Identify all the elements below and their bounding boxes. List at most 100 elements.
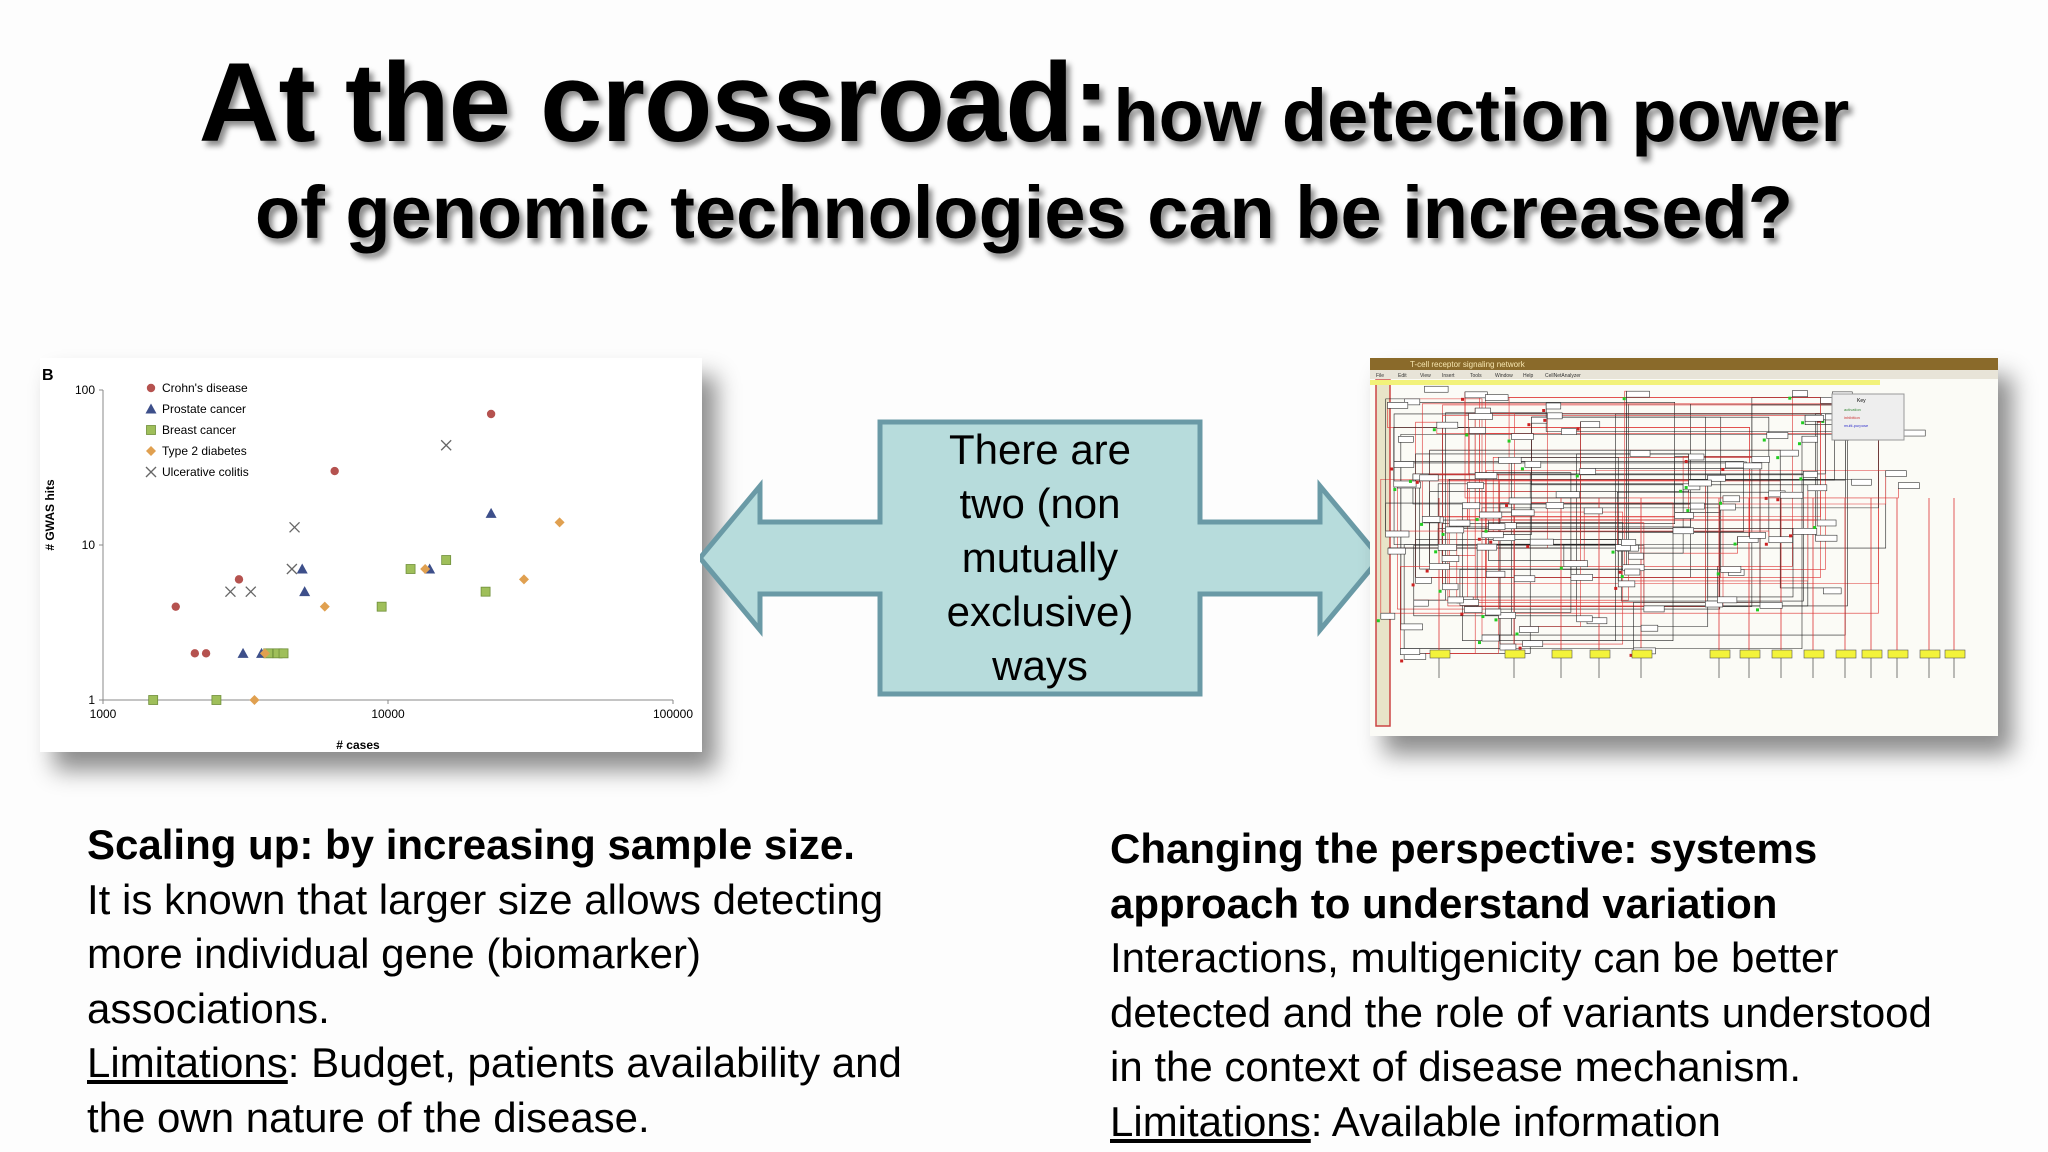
data-point	[296, 563, 308, 574]
network-node	[1531, 416, 1548, 424]
network-edge	[1447, 528, 1794, 598]
data-point	[211, 695, 222, 705]
network-node	[1688, 453, 1705, 461]
network-node-marker	[1400, 659, 1404, 663]
network-node-marker	[1526, 545, 1530, 549]
network-node	[1441, 555, 1460, 562]
network-node	[1570, 574, 1593, 581]
network-node	[1801, 435, 1818, 443]
network-edge	[1415, 421, 1437, 578]
data-point	[259, 648, 270, 659]
network-node	[1485, 608, 1502, 616]
network-node-marker	[1719, 501, 1723, 505]
network-node	[1823, 587, 1842, 595]
network-node	[1404, 398, 1421, 406]
legend-marker	[146, 446, 156, 456]
network-edge	[1419, 474, 1625, 570]
network-node	[1768, 536, 1793, 544]
network-node	[1464, 391, 1488, 399]
data-point	[486, 409, 496, 419]
network-node	[1424, 385, 1449, 393]
network-node-marker	[1420, 522, 1424, 526]
legend-entry: Crohn's disease	[162, 381, 248, 395]
network-node	[1720, 566, 1742, 573]
data-point	[440, 439, 452, 451]
network-node	[1447, 596, 1464, 604]
network-node-marker	[1460, 612, 1464, 616]
network-node	[1419, 474, 1439, 482]
network-node	[1498, 612, 1516, 619]
network-node-marker	[1788, 396, 1792, 400]
pathway-legend-box: Key activation inhibition multi-purpose	[1831, 393, 1905, 441]
network-node-marker	[1438, 589, 1442, 593]
data-point	[376, 601, 387, 612]
network-edge	[1385, 398, 1405, 532]
network-node-marker	[1756, 608, 1760, 612]
menu-item: File	[1376, 373, 1384, 379]
network-node	[1629, 450, 1651, 457]
menu-item: Insert	[1442, 373, 1455, 379]
network-edge	[1531, 416, 1770, 537]
slide-title-line1: At the crossroad: how detection power	[0, 38, 2048, 167]
network-edge	[1519, 421, 1581, 627]
network-node-marker	[1776, 456, 1780, 460]
network-node	[1583, 507, 1603, 515]
network-node	[1508, 497, 1532, 505]
network-edge	[1563, 544, 1616, 561]
network-node	[1579, 468, 1597, 475]
network-edge	[1469, 427, 1480, 513]
network-node-marker	[1716, 572, 1720, 576]
legend-marker	[145, 466, 157, 478]
network-node-marker	[1721, 467, 1725, 471]
network-edge	[1404, 408, 1476, 654]
network-node-marker	[1489, 540, 1493, 544]
network-node-marker	[1679, 489, 1683, 493]
network-node	[1468, 427, 1486, 434]
network-node	[1563, 560, 1588, 567]
menu-item: View	[1420, 373, 1431, 379]
right-limitations-label: Limitations	[1110, 1097, 1311, 1145]
network-edge	[1464, 391, 1510, 499]
menu-item: Help	[1523, 373, 1534, 379]
svg-text:activation: activation	[1844, 407, 1861, 412]
right-body-line: in the context of disease mechanism.	[1110, 1043, 1802, 1090]
svg-text:multi-purpose: multi-purpose	[1844, 423, 1869, 428]
network-node	[1743, 462, 1763, 470]
svg-text:inhibition: inhibition	[1844, 415, 1860, 420]
network-node-marker	[1465, 433, 1469, 437]
left-limitations-text2: the own nature of the disease.	[87, 1093, 650, 1141]
arrow-text-line: exclusive)	[946, 588, 1134, 635]
network-node-marker	[1686, 509, 1690, 513]
legend-marker	[145, 403, 157, 414]
network-node	[1624, 568, 1641, 576]
network-node-marker	[1477, 537, 1481, 541]
network-edge	[1707, 475, 1718, 598]
slide-title-line2: of genomic technologies can be increased…	[255, 171, 1793, 254]
network-node-marker	[1764, 542, 1768, 546]
network-node	[1737, 536, 1759, 543]
network-node-marker	[1776, 498, 1780, 502]
network-edge	[1400, 566, 1721, 649]
network-node	[1705, 600, 1723, 608]
network-node-marker	[1411, 583, 1415, 587]
network-node	[1445, 526, 1465, 534]
network-node-marker	[1733, 542, 1737, 546]
network-node	[1511, 509, 1535, 517]
data-point	[245, 586, 257, 598]
network-node	[1393, 461, 1415, 468]
network-node	[1499, 643, 1517, 651]
right-body-line: detected and the role of variants unders…	[1110, 988, 1932, 1036]
left-limitations-label: Limitations	[87, 1039, 288, 1086]
data-point	[190, 649, 200, 658]
network-node-marker	[1527, 423, 1531, 427]
network-edge	[1445, 412, 1548, 527]
network-node	[1476, 543, 1498, 551]
network-edge	[1385, 530, 1770, 537]
network-node-marker	[1478, 641, 1481, 645]
left-limitations-text: : Budget, patients availability and	[287, 1039, 902, 1086]
network-node	[1400, 623, 1423, 631]
network-edge	[1509, 391, 1627, 499]
network-node	[1643, 605, 1665, 613]
